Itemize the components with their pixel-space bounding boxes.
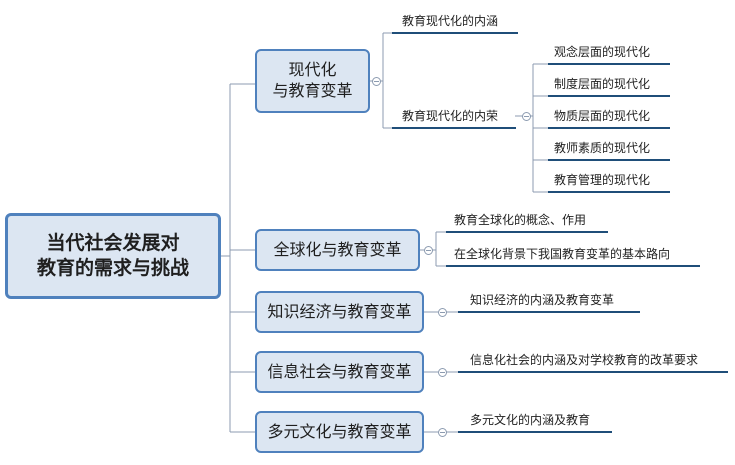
root-topic-line2: 教育的需求与挑战 [36, 257, 189, 279]
collapse-toggle-b5[interactable] [438, 428, 447, 437]
collapse-toggle-b3[interactable] [438, 308, 447, 317]
topic-b1c2c2[interactable]: 制度层面的现代化 [554, 77, 651, 91]
connector-b2 [420, 231, 446, 267]
branch-information-society[interactable]: 信息社会与教育变革 [255, 351, 424, 393]
connector-root-trunk [221, 84, 231, 432]
branch-information-society-label: 信息社会与教育变革 [267, 361, 412, 381]
branch-knowledge-economy-label: 知识经济与教育变革 [267, 301, 412, 321]
topic-b2c1[interactable]: 教育全球化的概念、作用 [454, 213, 587, 227]
collapse-toggle-b1[interactable] [372, 77, 381, 86]
connector-b1c2 [515, 63, 548, 193]
branch-globalization[interactable]: 全球化与教育变革 [255, 229, 420, 271]
root-topic[interactable]: 当代社会发展对 教育的需求与挑战 [5, 213, 221, 299]
branch-multiculture[interactable]: 多元文化与教育变革 [255, 411, 424, 453]
root-topic-line1: 当代社会发展对 [46, 232, 180, 255]
branch-multiculture-label: 多元文化与教育变革 [267, 421, 412, 441]
branch-globalization-label: 全球化与教育变革 [273, 239, 402, 259]
collapse-toggle-b1c2[interactable] [522, 112, 531, 121]
branch-modernization-line2: 与教育变革 [272, 81, 353, 100]
topic-b3c1[interactable]: 知识经济的内涵及教育变革 [470, 293, 615, 307]
branch-knowledge-economy[interactable]: 知识经济与教育变革 [255, 291, 424, 333]
topic-b1c2c1[interactable]: 观念层面的现代化 [554, 45, 651, 59]
topic-b1c2c5[interactable]: 教育管理的现代化 [554, 173, 651, 187]
topic-b1c1[interactable]: 教育现代化的内涵 [402, 14, 499, 28]
topic-b5c1[interactable]: 多元文化的内涵及教育 [470, 413, 591, 427]
topic-b1c2c3[interactable]: 物质层面的现代化 [554, 109, 651, 123]
collapse-toggle-b2[interactable] [424, 246, 433, 255]
branch-modernization[interactable]: 现代化 与教育变革 [255, 49, 370, 113]
topic-b1c2c4[interactable]: 教师素质的现代化 [554, 141, 651, 155]
topic-b2c2[interactable]: 在全球化背景下我国教育变革的基本路向 [454, 247, 671, 261]
topic-b4c1[interactable]: 信息化社会的内涵及对学校教育的改革要求 [470, 353, 699, 367]
collapse-toggle-b4[interactable] [438, 368, 447, 377]
topic-b1c2[interactable]: 教育现代化的内荣 [402, 109, 499, 123]
branch-modernization-line1: 现代化 [288, 60, 337, 80]
